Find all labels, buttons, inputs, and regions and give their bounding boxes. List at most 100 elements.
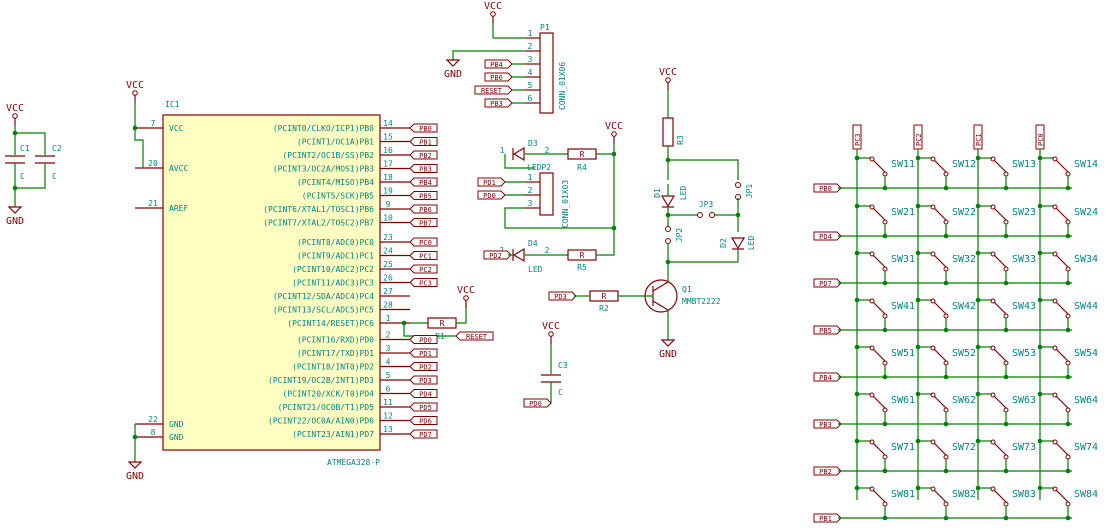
switch-contact bbox=[1003, 171, 1009, 177]
junction-dot bbox=[1003, 327, 1009, 333]
resistor-value: R bbox=[440, 319, 445, 328]
switch-contact bbox=[1065, 501, 1071, 507]
net-flag bbox=[409, 362, 438, 371]
switch-lever bbox=[872, 442, 886, 456]
net-flag-label: PB3 bbox=[419, 166, 432, 174]
net-flag bbox=[455, 331, 494, 341]
d2-led-symbol bbox=[730, 237, 746, 250]
ic1-pin-number: 28 bbox=[383, 301, 393, 310]
switch-contact bbox=[930, 251, 936, 257]
switch-contact bbox=[869, 486, 875, 492]
switch-lever bbox=[1055, 301, 1069, 315]
junction-dot bbox=[882, 280, 888, 286]
vcc-label: VCC bbox=[126, 80, 144, 91]
ic1-pin-name: (PCINT0/CLKO/ICP1)PB0 bbox=[273, 124, 374, 133]
wire bbox=[550, 382, 552, 404]
junction-dot bbox=[882, 233, 888, 239]
ic1-pin-name: (PCINT22/OC0A/AIN0)PD6 bbox=[268, 417, 374, 426]
net-flag-label: PB3 bbox=[819, 421, 832, 429]
wire bbox=[14, 163, 46, 189]
ic1-pin-number: 26 bbox=[383, 274, 393, 283]
net-flag-label: RESET bbox=[481, 87, 503, 95]
switch-contact bbox=[1052, 251, 1058, 257]
switch-lever bbox=[1055, 207, 1069, 221]
ic1-pin-name: (PCINT14/RESET)PC6 bbox=[287, 319, 374, 328]
switch-contact bbox=[990, 251, 996, 257]
net-flag-label: PB6 bbox=[490, 74, 503, 82]
switch-contact bbox=[943, 501, 949, 507]
switch-contact bbox=[1065, 454, 1071, 460]
d4-ref: D4 bbox=[528, 239, 538, 248]
ic1-pin-name: VCC bbox=[169, 124, 184, 133]
switch-ref: SW42 bbox=[952, 301, 976, 312]
ic1-pin-number: 23 bbox=[383, 233, 393, 242]
ic1-pin-name: GND bbox=[169, 420, 184, 429]
wire bbox=[492, 24, 525, 39]
vcc-label: VCC bbox=[605, 121, 623, 132]
ic1-pin-number: 19 bbox=[383, 187, 393, 196]
net-flag bbox=[813, 183, 842, 193]
switch-ref: SW72 bbox=[952, 442, 976, 453]
switch-contact bbox=[882, 313, 888, 319]
d2-value: LED bbox=[747, 236, 756, 251]
junction-dot bbox=[1003, 280, 1009, 286]
switch-lever bbox=[1055, 159, 1069, 173]
wire bbox=[715, 198, 739, 216]
c2-value: C bbox=[52, 172, 57, 181]
switch-lever bbox=[1055, 348, 1069, 362]
switch-contact bbox=[1003, 266, 1009, 272]
d4-value: LED bbox=[528, 265, 543, 274]
switch-contact bbox=[990, 156, 996, 162]
net-flag-label: PB5 bbox=[419, 193, 432, 201]
switch-contact bbox=[1052, 204, 1058, 210]
switch-contact bbox=[930, 156, 936, 162]
switch-contact bbox=[1052, 392, 1058, 398]
junction-dot bbox=[943, 233, 949, 239]
jp3-pad bbox=[697, 212, 703, 218]
switch-ref: SW62 bbox=[952, 395, 976, 406]
vcc-label: VCC bbox=[457, 285, 475, 296]
net-flag-label: PD1 bbox=[419, 350, 432, 358]
net-flag bbox=[409, 335, 438, 344]
junction-dot bbox=[1003, 515, 1009, 521]
q1-collector bbox=[652, 281, 669, 292]
switch-contact bbox=[1052, 345, 1058, 351]
junction-dot bbox=[1003, 374, 1009, 380]
switch-ref: SW31 bbox=[891, 254, 915, 265]
net-flag bbox=[409, 164, 438, 173]
p2-body bbox=[539, 172, 554, 216]
wire bbox=[667, 207, 697, 216]
switch-contact bbox=[990, 298, 996, 304]
switch-contact bbox=[1065, 266, 1071, 272]
switch-lever bbox=[872, 159, 886, 173]
net-flag bbox=[484, 72, 513, 82]
ic1-pin-number: 7 bbox=[151, 119, 156, 128]
column-net-label: PC0 bbox=[1037, 133, 1045, 146]
c3-ref: C3 bbox=[558, 361, 568, 370]
junction-dot bbox=[943, 515, 949, 521]
ic1-pin-number: 24 bbox=[383, 247, 393, 256]
ic1-pin-number: 5 bbox=[386, 371, 391, 380]
ic1-pin-number: 8 bbox=[151, 428, 156, 437]
vcc-symbol bbox=[132, 90, 138, 96]
switch-lever bbox=[993, 301, 1007, 315]
switch-contact bbox=[943, 407, 949, 413]
wire bbox=[596, 228, 615, 256]
ic1-pin-number: 21 bbox=[148, 199, 158, 208]
switch-lever bbox=[993, 348, 1007, 362]
net-flag bbox=[813, 513, 842, 523]
switch-lever bbox=[993, 395, 1007, 409]
ic1-pin-name: (PCINT9/ADC1)PC1 bbox=[297, 252, 374, 261]
net-flag-label: PB3 bbox=[490, 100, 503, 108]
net-flag bbox=[477, 177, 506, 187]
jp2-pad bbox=[665, 238, 671, 244]
switch-contact bbox=[1065, 171, 1071, 177]
switch-contact bbox=[930, 204, 936, 210]
switch-lever bbox=[872, 395, 886, 409]
switch-ref: SW44 bbox=[1074, 301, 1098, 312]
switch-contact bbox=[882, 266, 888, 272]
net-flag bbox=[409, 218, 438, 227]
switch-contact bbox=[869, 392, 875, 398]
switch-contact bbox=[882, 360, 888, 366]
p1-pin-number: 6 bbox=[528, 94, 533, 103]
